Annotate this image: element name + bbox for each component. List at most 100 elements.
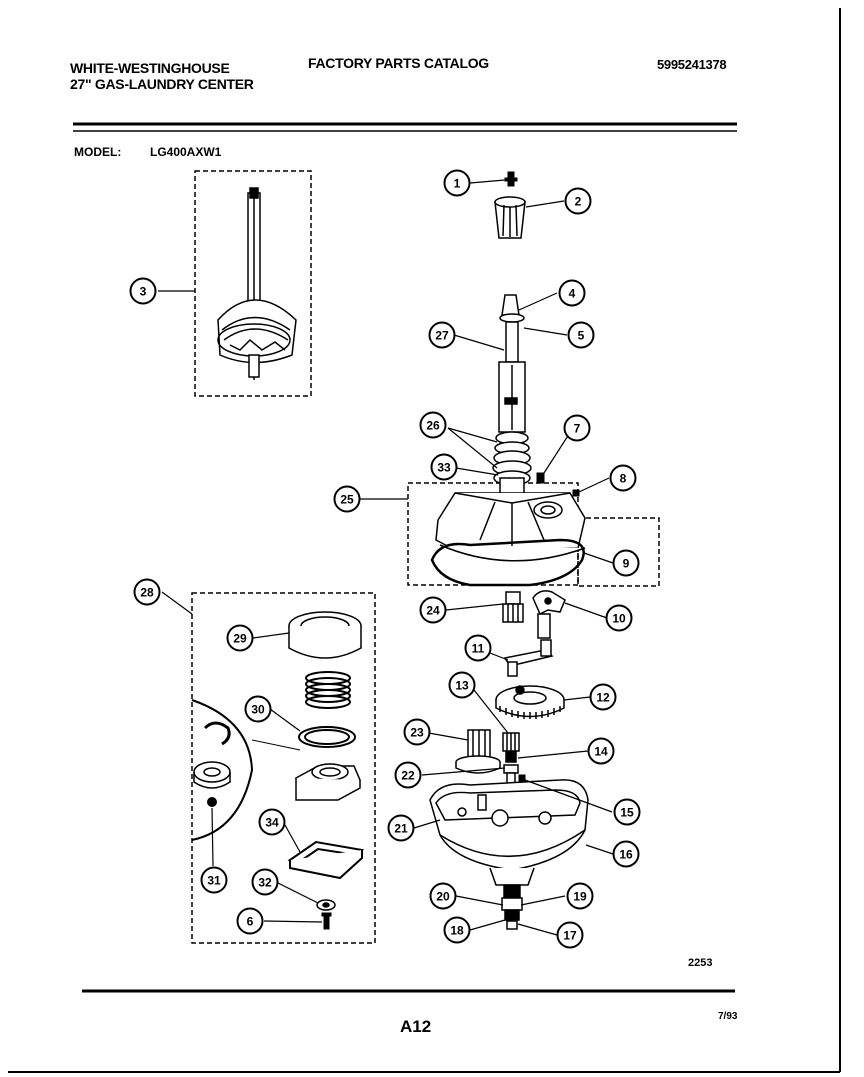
part-26-33-tube-seals [492,431,532,504]
callout-15: 15 [613,798,641,826]
callout-label: 6 [247,915,254,929]
callout-circle [566,882,594,910]
callout-label: 27 [435,329,449,343]
callout-label: 26 [426,419,440,433]
model-value: LG400AXW1 [150,145,222,159]
callout-circle [428,321,456,349]
callout-label: 13 [455,679,469,693]
callout-5: 5 [567,321,595,349]
part-24-pinion [502,591,524,623]
callout-circle [589,683,617,711]
callout-circle [605,604,633,632]
part-seal-block [295,763,361,801]
callout-circle [564,187,592,215]
part-13-pinion [502,732,520,752]
callout-label: 33 [437,461,451,475]
callout-circle [429,882,457,910]
callout-circle [236,907,264,935]
page-number: A12 [400,1017,432,1036]
callout-circle [556,921,584,949]
callout-25: 25 [333,485,361,513]
callout-label: 11 [472,642,485,656]
callout-label: 17 [563,929,577,943]
callout-33: 33 [430,453,458,481]
callout-14: 14 [587,737,615,765]
callout-label: 14 [594,745,608,759]
part-32-washer [316,899,336,911]
callout-circle [129,277,157,305]
callout-circle [403,718,431,746]
callout-28: 28 [133,578,161,606]
callout-6: 6 [236,907,264,935]
callout-circle [612,549,640,577]
callout-circle [244,695,272,723]
part-34-square-seal [287,840,365,880]
callout-31: 31 [200,866,228,894]
part-11-crank-arm [503,639,554,677]
callout-3: 3 [129,277,157,305]
callout-circle [612,840,640,868]
callout-10: 10 [605,604,633,632]
callout-9: 9 [612,549,640,577]
callout-circle [333,485,361,513]
callout-circle [133,578,161,606]
part-27-agitator-shaft [498,294,526,433]
part-10-shift-fork [532,590,566,639]
callout-label: 2 [575,195,582,209]
part-29-ring [288,611,362,659]
callout-label: 12 [596,691,610,705]
callout-18: 18 [443,916,471,944]
callout-circle [387,814,415,842]
group-box-28 [191,592,376,944]
callout-30: 30 [244,695,272,723]
callout-21: 21 [387,814,415,842]
callout-circle [587,737,615,765]
part-2-cone [494,196,526,239]
part-17-20-fittings [501,884,523,930]
callout-label: 19 [573,890,587,904]
part-7-fitting [536,472,545,484]
callout-label: 28 [140,586,154,600]
callout-label: 30 [251,703,265,717]
callout-circle [200,866,228,894]
callout-label: 29 [233,632,247,646]
revision-date: 7/93 [718,1011,738,1022]
callout-circle [394,761,422,789]
product-name: 27" GAS-LAUNDRY CENTER [70,76,254,92]
callout-16: 16 [612,840,640,868]
brand-product-block: WHITE-WESTINGHOUSE 27" GAS-LAUNDRY CENTE… [70,60,254,92]
callout-label: 32 [258,876,272,890]
callout-label: 22 [401,769,415,783]
callout-circle [226,624,254,652]
callout-12: 12 [589,683,617,711]
part-25-cover [435,492,586,562]
callout-label: 24 [426,604,440,618]
drawing-number: 2253 [688,957,713,969]
callout-label: 9 [623,557,630,571]
callout-2: 2 [564,187,592,215]
callout-circle [443,169,471,197]
brand-name: WHITE-WESTINGHOUSE [70,60,230,76]
callout-label: 1 [454,177,461,191]
callout-label: 16 [619,848,633,862]
callout-label: 10 [612,612,626,626]
part-spring [305,671,351,709]
callout-20: 20 [429,882,457,910]
callout-label: 7 [574,422,581,436]
part-21-16-gear-case [429,779,589,886]
callout-circle [558,279,586,307]
callout-22: 22 [394,761,422,789]
part-3-shaft-assembly [217,187,297,380]
callout-circle [613,798,641,826]
callout-label: 5 [578,329,585,343]
callout-24: 24 [419,596,447,624]
callout-label: 31 [207,874,221,888]
callout-1: 1 [443,169,471,197]
callout-circle [448,671,476,699]
group-box-3 [194,170,312,397]
callout-19: 19 [566,882,594,910]
leader-lines [158,179,614,936]
callout-26: 26 [419,411,447,439]
callout-circle [419,411,447,439]
